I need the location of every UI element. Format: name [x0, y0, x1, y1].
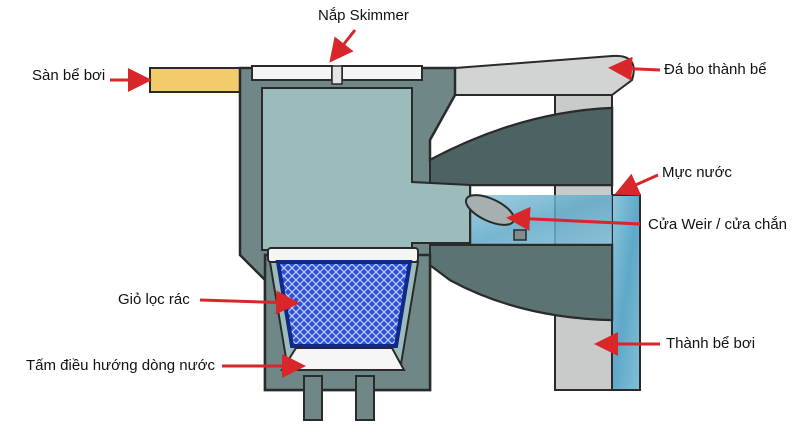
basket-rim — [267, 247, 419, 263]
arrow-weir — [506, 206, 641, 231]
skimmer-lid-joint — [331, 65, 343, 85]
arrow-skimmer-lid — [329, 29, 357, 63]
skimmer-lid-right — [341, 65, 423, 81]
pool-deck — [149, 67, 243, 93]
weir-hinge — [513, 229, 527, 241]
label-coping-stone: Đá bo thành bể — [664, 61, 767, 78]
skimmer-throat — [429, 106, 613, 186]
arrow-basket — [199, 290, 300, 315]
label-flow-plate: Tấm điều hướng dòng nước — [26, 357, 216, 374]
outlet-pipe-right — [355, 375, 375, 421]
label-pool-wall: Thành bể bơi — [666, 335, 756, 352]
debris-basket — [275, 260, 413, 348]
arrow-water-level — [614, 173, 659, 196]
flow-plate — [280, 347, 406, 371]
label-skimmer-lid: Nắp Skimmer — [318, 7, 409, 24]
label-water-level: Mực nước — [662, 164, 732, 181]
label-weir-door: Cửa Weir / cửa chắn — [648, 216, 788, 233]
coping-stone — [454, 54, 635, 96]
label-pool-deck: Sàn bể bơi — [32, 67, 106, 84]
arrow-coping — [608, 56, 661, 81]
label-debris-basket: Giỏ lọc rác — [118, 291, 190, 308]
skimmer-lower-throat — [429, 244, 613, 322]
skimmer-lid-left — [251, 65, 333, 81]
outlet-pipe-left — [303, 375, 323, 421]
